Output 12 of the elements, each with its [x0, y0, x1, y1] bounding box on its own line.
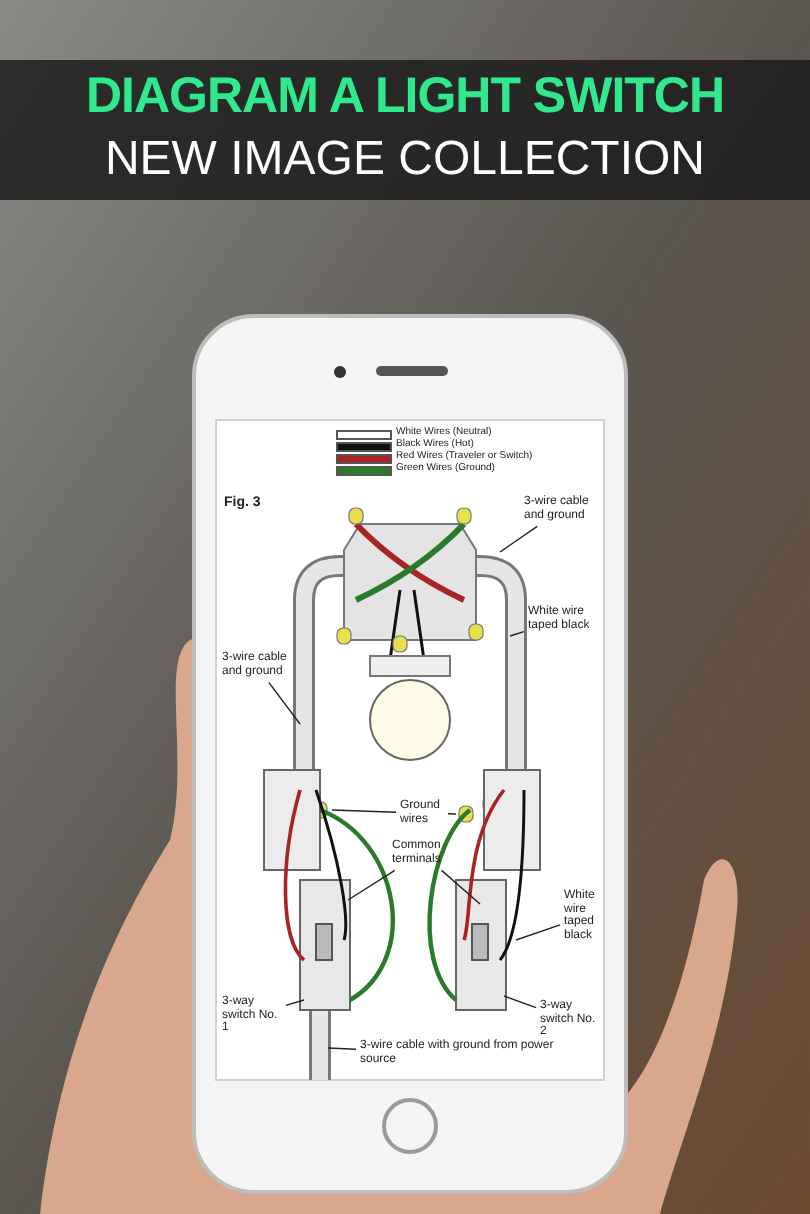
leader-line — [285, 999, 305, 1007]
leader-line — [440, 869, 481, 905]
subtitle-text: NEW IMAGE COLLECTION — [102, 132, 708, 188]
leader-line — [499, 525, 538, 553]
leader-line — [515, 924, 561, 941]
leader-line — [509, 630, 525, 637]
leader-line — [447, 813, 457, 815]
leader-line — [268, 681, 301, 725]
leader-line — [331, 809, 397, 813]
title-text: DIAGRAM A LIGHT SWITCH — [83, 68, 727, 126]
leader-line — [327, 1047, 357, 1050]
leader-line — [503, 995, 537, 1009]
